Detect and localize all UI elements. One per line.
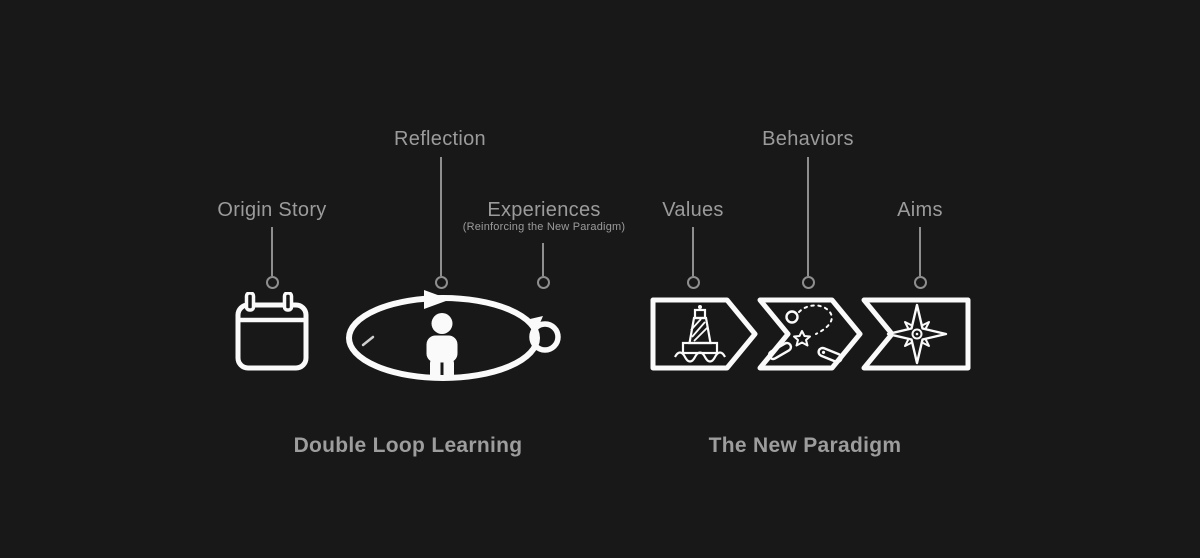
aims-box: [861, 297, 971, 371]
label-origin-story: Origin Story: [217, 199, 327, 221]
calendar-icon: [235, 292, 309, 371]
label-reflection: Reflection: [394, 128, 486, 150]
person-icon: [426, 313, 458, 379]
label-behaviors: Behaviors: [762, 128, 854, 150]
label-experiences-subtitle: (Reinforcing the New Paradigm): [462, 221, 626, 233]
connector-dot-experiences: [536, 276, 550, 289]
connector-dot-aims: [913, 276, 927, 289]
connector-dot-origin-story: [265, 276, 279, 289]
label-aims: Aims: [897, 199, 943, 221]
connector-line-aims: [919, 227, 921, 276]
connector-line-values: [692, 227, 694, 276]
paradigm-chevron-boxes: [650, 297, 971, 371]
small-dash-icon: [361, 335, 375, 347]
loop-arrow-icon: [529, 316, 561, 353]
pinball-icon: [767, 304, 843, 364]
values-box: [650, 297, 758, 371]
lighthouse-icon: [674, 305, 726, 363]
caption-the-new-paradigm: The New Paradigm: [708, 434, 902, 457]
connector-dot-values: [686, 276, 700, 289]
compass-rose-icon: [886, 303, 948, 365]
connector-line-behaviors: [807, 157, 809, 276]
behaviors-box: [757, 297, 863, 371]
connector-line-reflection: [440, 157, 442, 276]
caption-double-loop-learning: Double Loop Learning: [293, 434, 523, 457]
label-experiences: Experiences: [487, 199, 601, 221]
connector-line-origin-story: [271, 227, 273, 276]
connector-dot-reflection: [434, 276, 448, 289]
label-values: Values: [662, 199, 724, 221]
connector-line-experiences: [542, 243, 544, 276]
connector-dot-behaviors: [801, 276, 815, 289]
play-arrow-icon: [424, 290, 450, 309]
double-loop-person-icon: [346, 290, 561, 381]
